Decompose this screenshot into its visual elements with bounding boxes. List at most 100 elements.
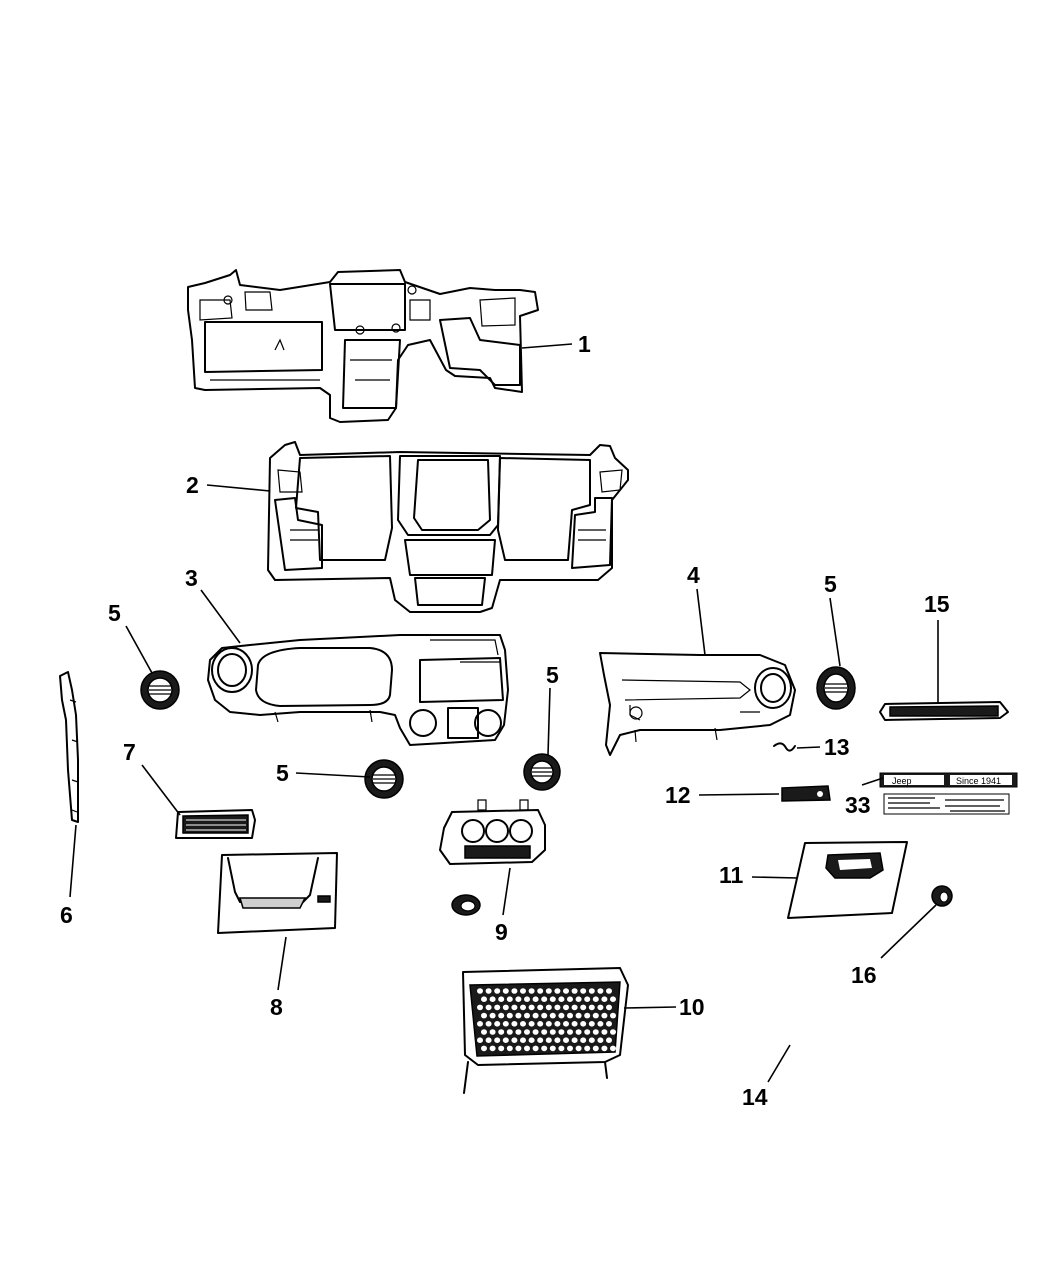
mesh-cell [558, 996, 565, 1002]
mesh-cell [485, 1021, 492, 1027]
part-13-clip [773, 742, 796, 752]
mesh-cell [610, 1012, 616, 1019]
mesh-cell [532, 996, 539, 1002]
mesh-cell [485, 1004, 492, 1011]
badge-brand-text: Jeep [892, 776, 912, 786]
mesh-cell [567, 1012, 573, 1019]
part-11-glovebox-door [787, 841, 908, 919]
mesh-cell [524, 1029, 530, 1035]
callout-33: 33 [845, 792, 871, 818]
part-5-air-outlet-left [140, 670, 180, 710]
mesh-cell [524, 996, 530, 1002]
mesh-cell [485, 1037, 492, 1043]
part-6-end-cap [59, 671, 79, 823]
mesh-cell [494, 1004, 501, 1011]
mesh-cell [597, 1004, 604, 1011]
mesh-cell [502, 1037, 509, 1043]
callout-8: 8 [270, 994, 283, 1020]
mesh-cell [567, 1045, 573, 1052]
mesh-cell [575, 1045, 582, 1052]
part-8-lower-panel [217, 852, 338, 934]
mesh-cell [498, 996, 505, 1002]
mesh-cell [563, 1037, 569, 1043]
callout-1: 1 [578, 331, 591, 357]
mesh-cell [606, 988, 612, 994]
mesh-cell [494, 988, 501, 994]
part-16-knob [931, 885, 953, 907]
part-1-instrument-panel-frame [187, 269, 539, 423]
callout-2: 2 [186, 472, 199, 498]
mesh-cell [532, 1029, 539, 1035]
part-5-air-outlet-center [364, 759, 404, 799]
mesh-cell [549, 1029, 556, 1035]
mesh-cell [545, 988, 552, 994]
mesh-cell [580, 988, 587, 994]
mesh-cell [601, 1012, 608, 1019]
mesh-cell [498, 1012, 505, 1019]
mesh-cell [537, 1021, 544, 1027]
mesh-cell [584, 1029, 591, 1035]
mesh-cell [515, 996, 522, 1002]
mesh-cell [489, 996, 496, 1002]
mesh-cell [554, 1037, 561, 1043]
part-4-passenger-bezel [599, 652, 796, 756]
mesh-cell [592, 1029, 599, 1035]
mesh-cell [498, 1029, 505, 1035]
mesh-cell [554, 1021, 561, 1027]
mesh-cell [515, 1029, 522, 1035]
mesh-cell [571, 1037, 578, 1043]
mesh-cell [537, 988, 544, 994]
mesh-cell [524, 1045, 530, 1052]
mesh-cell [601, 1029, 608, 1035]
callout-3: 3 [185, 565, 198, 591]
mesh-cell [537, 1004, 544, 1011]
mesh-cell [506, 1012, 513, 1019]
callout-16: 16 [851, 962, 877, 988]
part-33-badge: Jeep Since 1941 [879, 772, 1018, 815]
mesh-cell [606, 1004, 612, 1011]
mesh-cell [541, 1012, 548, 1019]
mesh-cell [584, 1012, 591, 1019]
mesh-cell [498, 1045, 505, 1052]
mesh-cell [588, 1004, 595, 1011]
part-12-latch [781, 785, 831, 802]
mesh-cell [584, 996, 591, 1002]
mesh-cell [541, 1029, 548, 1035]
part-15-trim-strip [879, 701, 1009, 721]
mesh-cell [549, 1045, 556, 1052]
mesh-cell [511, 1021, 518, 1027]
mesh-cell [541, 1045, 548, 1052]
mesh-cell [502, 1021, 509, 1027]
part-2-instrument-panel-base [267, 441, 629, 613]
callout-5-right: 5 [824, 571, 837, 597]
callout-5-center: 5 [276, 760, 289, 786]
mesh-cell [489, 1045, 496, 1052]
mesh-cell [575, 1012, 582, 1019]
mesh-cell [588, 1021, 595, 1027]
mesh-cell [597, 1021, 604, 1027]
mesh-cell [528, 988, 535, 994]
mesh-cell [549, 1012, 556, 1019]
mesh-cell [477, 1021, 483, 1027]
mesh-cell [532, 1012, 539, 1019]
part-5-air-outlet-right-center [523, 753, 561, 791]
callout-11: 11 [719, 862, 744, 888]
mesh-cell [592, 1045, 599, 1052]
part-7-grille [175, 809, 256, 839]
mesh-cell [511, 1037, 518, 1043]
part-9-center-bezel [439, 799, 546, 916]
mesh-cell [567, 996, 573, 1002]
mesh-cell [511, 1004, 518, 1011]
mesh-cell [481, 996, 487, 1002]
callout-9: 9 [495, 919, 508, 945]
mesh-cell [601, 996, 608, 1002]
mesh-cell [524, 1012, 530, 1019]
mesh-cell [567, 1029, 573, 1035]
mesh-cell [485, 988, 492, 994]
part-10-storage-bin [462, 967, 629, 1094]
callout-5-left: 5 [108, 600, 121, 626]
mesh-cell [477, 988, 483, 994]
mesh-cell [563, 988, 569, 994]
callout-13: 13 [824, 734, 850, 760]
mesh-cell [489, 1029, 496, 1035]
